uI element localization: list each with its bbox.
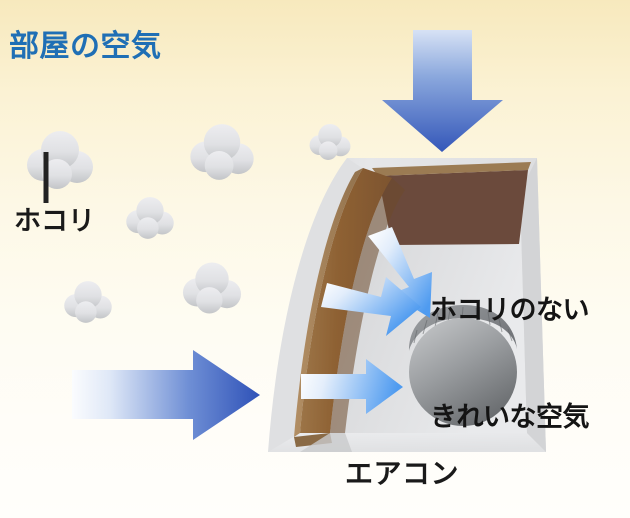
- dust-label: ホコリ: [14, 206, 95, 237]
- dust-cloud: [27, 131, 93, 189]
- filter-top-face: [378, 170, 528, 245]
- dust-cloud: [190, 124, 254, 180]
- dust-cloud: [182, 262, 242, 314]
- dust-cloud: [309, 124, 351, 160]
- filter-inner-shade: [330, 178, 405, 433]
- clean-air-label-line1: ホコリのない: [430, 295, 590, 327]
- filter-edge-highlight: [294, 168, 363, 437]
- clean-air-arrow-3: [301, 359, 403, 414]
- clean-air-arrow-2: [321, 277, 421, 336]
- dirty-air-inflow-arrow: [72, 350, 260, 440]
- filter-top-edge: [372, 162, 531, 176]
- blower-fan-rim: [409, 305, 517, 351]
- filter-shadow: [300, 433, 352, 452]
- dust-cloud: [64, 281, 112, 323]
- blower-fan: [409, 318, 517, 426]
- clean-air-arrow-1: [368, 227, 432, 318]
- appliance-label: エアコン: [345, 457, 460, 490]
- clean-air-label: ホコリのない きれいな空気: [430, 222, 590, 507]
- page-title: 部屋の空気: [9, 29, 162, 64]
- clean-air-label-line2: きれいな空気: [430, 402, 590, 434]
- dust-cloud: [126, 197, 174, 239]
- dirty-air-downflow-arrow: [382, 30, 503, 152]
- ac-right-bevel: [520, 158, 546, 452]
